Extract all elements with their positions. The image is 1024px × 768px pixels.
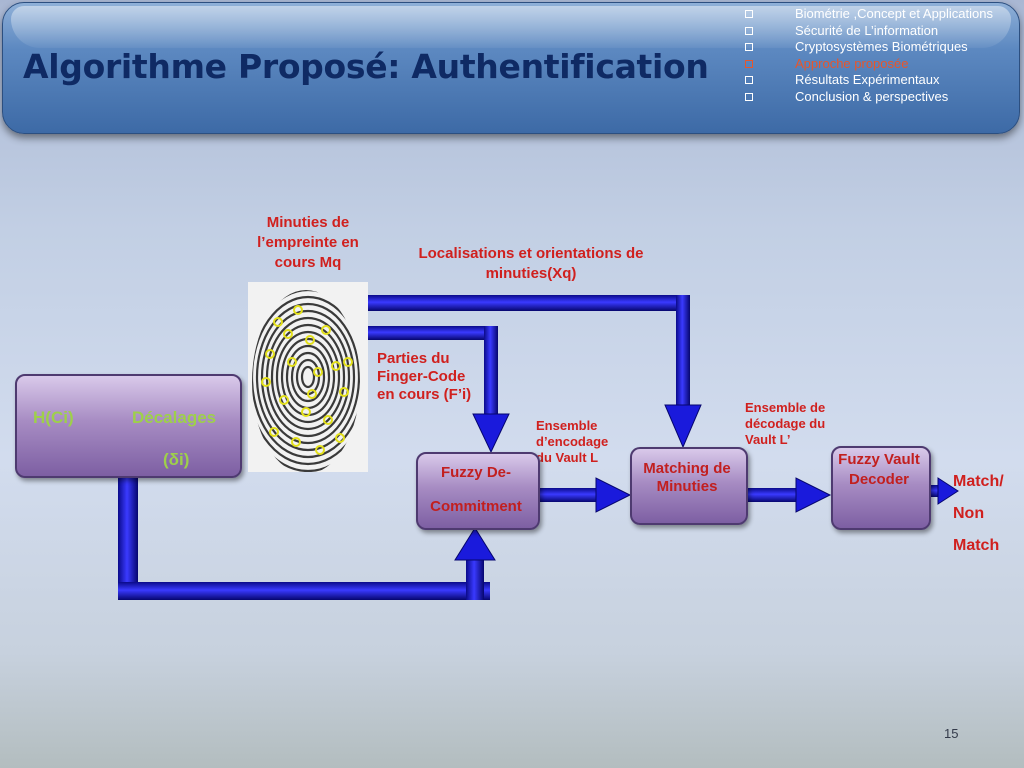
- fuzzy-decommitment-label: Fuzzy De-Commitment: [430, 464, 522, 515]
- parties-label: Parties du Finger-Code en cours (F’i): [377, 350, 472, 403]
- checkbox-bullet-icon: [745, 43, 753, 51]
- pipe-top-horizontal: [368, 295, 690, 311]
- localisations-label: Localisations et orientations de minutie…: [418, 245, 644, 282]
- arrowhead-to-decoder: [795, 477, 832, 513]
- fuzzy-vault-decoder-box[interactable]: [831, 446, 931, 530]
- fuzzy-vault-decoder-label: Fuzzy Vault Decoder: [838, 451, 920, 488]
- fingerprint-icon: [248, 282, 368, 474]
- arrowhead-to-decommitment: [472, 413, 510, 454]
- page-number: 15: [944, 726, 959, 741]
- pipe-mid-vertical: [484, 326, 498, 416]
- slide-title: Algorithme Proposé: Authentification: [23, 47, 709, 86]
- pipe-decoder-output: [930, 485, 940, 497]
- decalages-label: Décalages: [132, 408, 217, 427]
- checkbox-bullet-icon: [745, 59, 753, 68]
- pipe-top-vertical: [676, 295, 690, 407]
- checkbox-bullet-icon: [745, 92, 753, 101]
- agenda-list: Biométrie ,Concept et Applications Sécur…: [742, 6, 1012, 105]
- hci-label: H(Ci): [33, 408, 74, 427]
- checkbox-bullet-icon: [745, 76, 753, 84]
- checkbox-bullet-icon: [745, 26, 753, 35]
- pipe-mid-horizontal: [368, 326, 498, 340]
- header-gloss: [11, 6, 1011, 48]
- agenda-item[interactable]: Biométrie ,Concept et Applications: [742, 6, 1012, 23]
- checkbox-bullet-icon: [745, 10, 753, 18]
- ensemble-decodage-label: Ensemble de décodage du Vault L’: [745, 400, 826, 447]
- fuzzy-decommitment-box[interactable]: [416, 452, 540, 530]
- pipe-decommit-matching: [538, 488, 598, 502]
- agenda-item[interactable]: Conclusion & perspectives: [742, 89, 1012, 106]
- arrowhead-to-matching: [664, 404, 702, 449]
- pipe-bottom-vertical-left: [118, 478, 138, 600]
- agenda-item[interactable]: Résultats Expérimentaux: [742, 72, 1012, 89]
- arrowhead-to-output: [937, 477, 959, 505]
- pipe-bottom-vertical-right: [466, 558, 484, 600]
- arrowhead-to-matching-right: [595, 477, 632, 513]
- agenda-item-active[interactable]: Approche proposée: [742, 56, 1012, 73]
- arrowhead-up-to-decommitment: [454, 527, 496, 561]
- output-label: Match/ Non Match: [953, 473, 1004, 554]
- agenda-item[interactable]: Cryptosystèmes Biométriques: [742, 39, 1012, 56]
- matching-minuties-box[interactable]: [630, 447, 748, 525]
- fingerprint-caption: Minuties de l’empreinte en cours Mq: [257, 214, 359, 271]
- ensemble-encodage-label: Ensemble d’encodage du Vault L: [536, 418, 609, 465]
- fingerprint-image: [248, 282, 368, 474]
- agenda-item[interactable]: Sécurité de L’information: [742, 23, 1012, 40]
- matching-minuties-label: Matching de Minuties: [643, 460, 731, 495]
- pipe-bottom-horizontal: [118, 582, 490, 600]
- pipe-matching-decoder: [746, 488, 798, 502]
- input-box[interactable]: [15, 374, 242, 478]
- delta-label: (δi): [163, 450, 190, 469]
- header-banner: Algorithme Proposé: Authentification: [2, 2, 1020, 134]
